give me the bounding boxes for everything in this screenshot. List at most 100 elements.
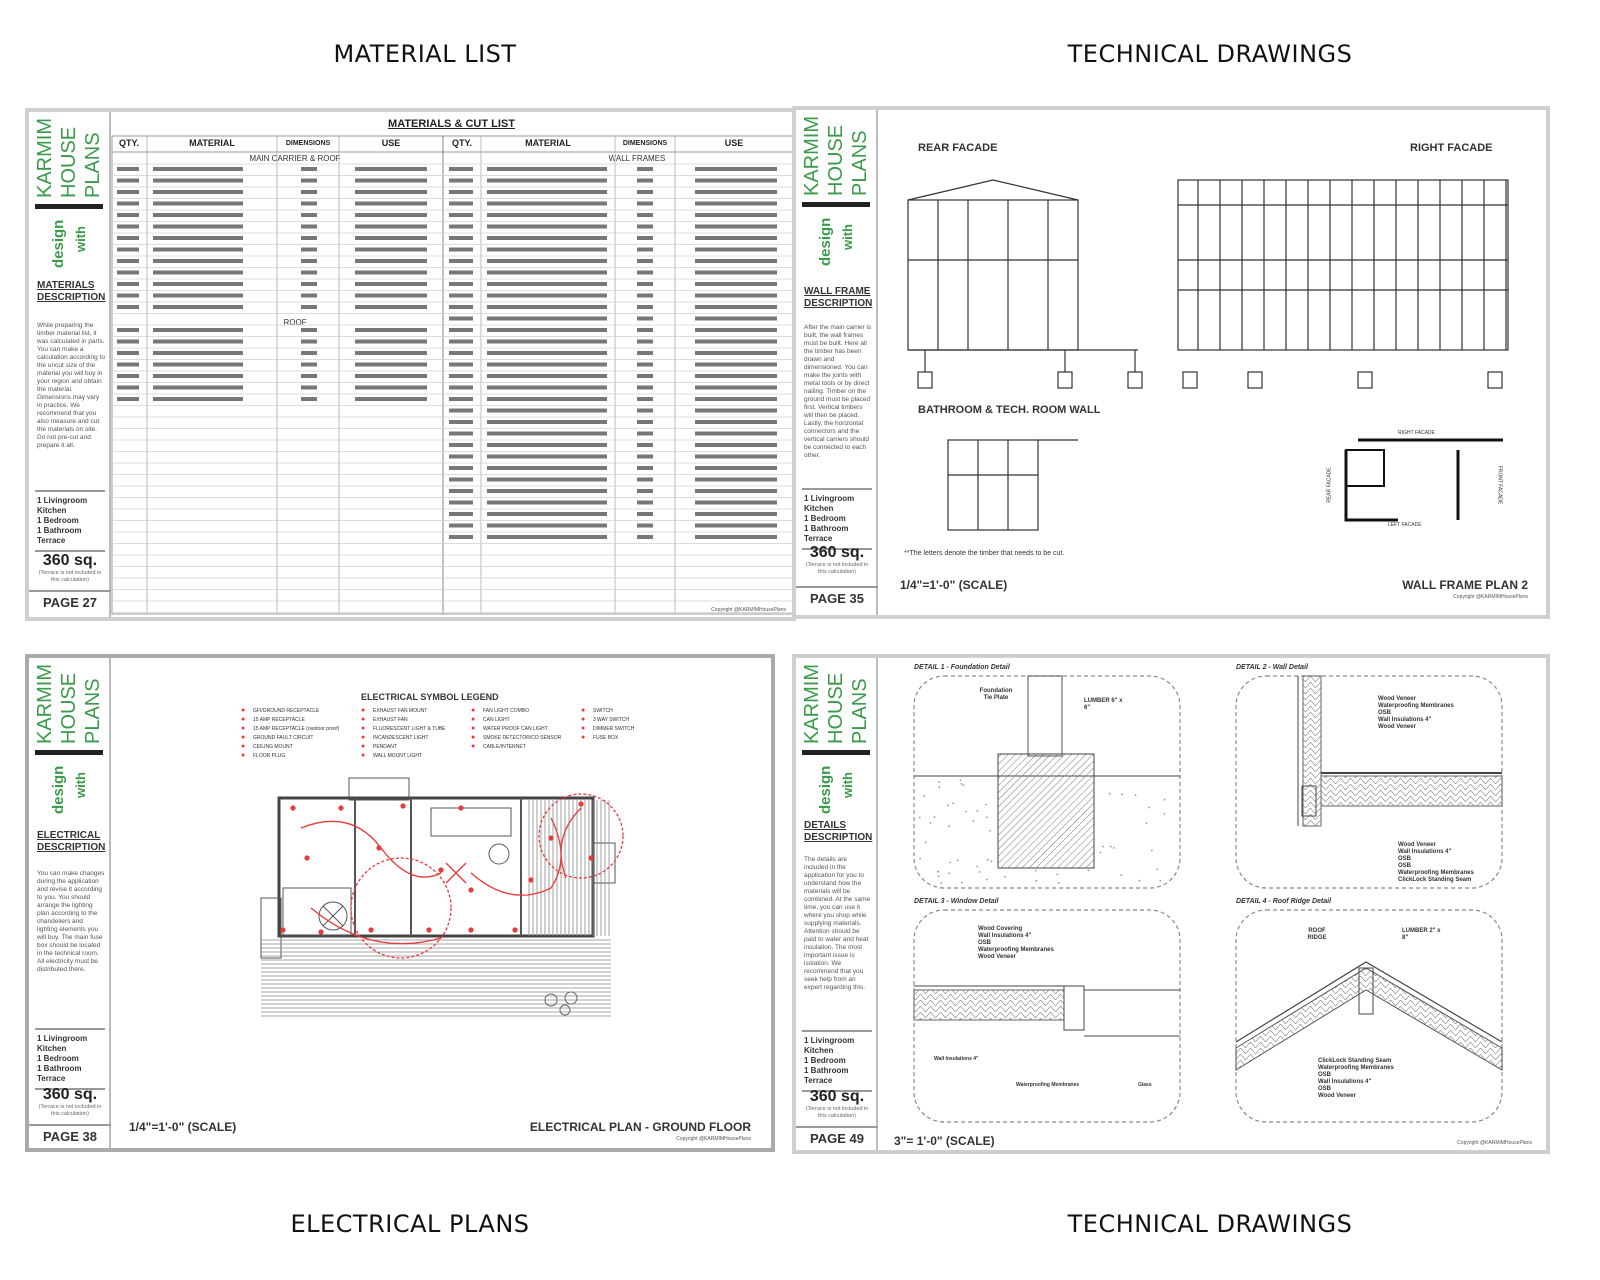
brand-divider [35,204,103,209]
section-wall-frames: WALL FRAMES [608,154,666,163]
svg-text:HOUSE: HOUSE [825,125,847,196]
label-right-facade: RIGHT FACADE [1410,142,1493,154]
brand-tagline: design with [50,220,88,268]
section-main-carrier: MAIN CARRIER & ROOF [249,154,341,163]
col-header-dimensions: DIMENSIONS [285,140,331,147]
brand-logo: KARMIM HOUSE PLANS [802,664,871,744]
d1-label-lumber: LUMBER 6" x 6" [1084,698,1123,711]
brand-divider [802,750,870,755]
sheet-materials[interactable]: KARMIM HOUSE PLANS design with MATERIALS… [25,108,796,621]
legend-symbol-icon: ● [581,734,586,741]
description-title: DETAILS DESCRIPTION [804,820,873,843]
page-number: PAGE 27 [29,590,111,610]
description-body: You can make changes during the applicat… [37,870,105,973]
svg-text:HOUSE: HOUSE [58,127,80,198]
legend-symbol-icon: ● [361,743,366,750]
table-grid [111,135,792,615]
description-title: WALL FRAME DESCRIPTION [804,286,873,309]
brand-tagline: design with [50,766,88,814]
legend-symbol-icon: ● [361,725,366,732]
copyright: Copyright @KARMIMHousePlans [676,1136,751,1142]
electrical-floor-plan [260,777,624,1017]
legend-symbol-icon: ● [241,725,246,732]
legend-symbol-icon: ● [241,734,246,741]
legend-item: ●CABLE/INTERNET [471,743,526,750]
legend-symbol-icon: ● [471,734,476,741]
legend-symbol-icon: ● [241,716,246,723]
svg-text:with: with [73,226,88,253]
legend-symbol-icon: ● [471,716,476,723]
legend-item: ●3 WAY SWITCH [581,716,630,723]
legend-item: ●WALL MOUNT LIGHT [361,752,422,759]
detail-4-title: DETAIL 4 - Roof Ridge Detail [1236,898,1332,905]
area-block: 360 sq. (Terrace is not included in this… [805,544,869,575]
d2-labels: Wood Veneer Waterproofing Membranes OSB … [1378,696,1454,730]
label-rear-facade: REAR FACADE [918,142,998,154]
svg-text:HOUSE: HOUSE [825,673,847,744]
d3-labels: Wood Covering Wall Insulations 4" OSB Wa… [978,926,1054,960]
legend-symbol-icon: ● [241,743,246,750]
detail-2-title: DETAIL 2 - Wall Detail [1236,664,1308,671]
table-title: MATERIALS & CUT LIST [388,118,515,130]
d3-label-insulation: Wall Insulations 4" [934,1056,979,1062]
brand-tagline: design with [817,218,855,266]
legend-symbol-icon: ● [361,707,366,714]
col-header-dimensions-2: DIMENSIONS [622,140,668,147]
d1-label-tie-plate: Foundation Tie Plate [979,688,1013,701]
sheet-electrical[interactable]: KARMIM HOUSE PLANS design with ELECTRICA… [25,654,775,1152]
details-drawings: DETAIL 1 - Foundation Detail DETAIL 2 - … [878,658,1546,1150]
legend-item: ●SWITCH [581,707,613,714]
legend-symbol-icon: ● [361,716,366,723]
key-plan-left: REAR FACADE [1326,467,1333,503]
caption-technical-drawings-bottom: TECHNICAL DRAWINGS [1067,1210,1353,1238]
svg-text:KARMIM: KARMIM [35,118,56,198]
col-header-material: MATERIAL [189,138,235,148]
section-roof: ROOF [283,318,307,327]
key-plan-bottom: LEFT FACADE [1388,522,1422,528]
svg-text:with: with [840,772,855,799]
copyright: Copyright @KARMIMHousePlans [711,607,786,613]
svg-text:KARMIM: KARMIM [35,664,56,744]
svg-text:HOUSE: HOUSE [58,673,80,744]
legend-symbol-icon: ● [581,707,586,714]
brand-logo: KARMIM HOUSE PLANS [35,118,104,198]
electrical-legend: ●GFI/GROUND RECEPTACLE●15 AMP RECEPTACLE… [241,707,741,768]
legend-item: ●CEILING MOUNT [241,743,293,750]
svg-text:design: design [817,766,834,814]
legend-item: ●WATER PROOF CAN LIGHT [471,725,548,732]
legend-item: ●FAN LIGHT COMBO [471,707,530,714]
copyright: Copyright @KARMIMHousePlans [1453,594,1528,600]
legend-item: ●15 AMP RECEPTACLE (outdoor proof) [241,725,340,732]
label-bathroom-wall: BATHROOM & TECH. ROOM WALL [918,404,1101,416]
legend-symbol-icon: ● [581,716,586,723]
svg-text:PLANS: PLANS [82,132,104,198]
legend-item: ●15 AMP RECEPTACLE [241,716,305,723]
sheet-details[interactable]: KARMIM HOUSE PLANS design with DETAILS D… [792,654,1550,1154]
detail-3-title: DETAIL 3 - Window Detail [914,898,999,905]
detail-1-title: DETAIL 1 - Foundation Detail [914,664,1010,671]
sheet-wall-frame[interactable]: KARMIM HOUSE PLANS design with WALL FRAM… [792,106,1550,619]
brand-logo: KARMIM HOUSE PLANS [35,664,104,744]
legend-item: ●EXHAUST FAN MOUNT [361,707,428,714]
svg-text:with: with [840,224,855,251]
col-header-use: USE [381,138,401,148]
legend-symbol-icon: ● [241,707,246,714]
svg-text:PLANS: PLANS [849,678,871,744]
col-header-qty: QTY. [118,138,139,148]
key-plan-top: RIGHT FACADE [1398,430,1435,436]
brand-logo: KARMIM HOUSE PLANS [802,116,871,196]
scale-label: 3"= 1'-0" (SCALE) [894,1134,995,1148]
copyright: Copyright @KARMIMHousePlans [1457,1140,1532,1146]
svg-text:with: with [73,772,88,799]
legend-symbol-icon: ● [361,734,366,741]
key-plan-right: FRONT FACADE [1496,465,1503,505]
page-number: PAGE 38 [29,1124,111,1144]
legend-item: ●CAN LIGHT [471,716,510,723]
legend-item: ●EXHAUST FAN [361,716,408,723]
legend-symbol-icon: ● [471,707,476,714]
d4-label-roof-ridge: ROOF RIDGE [1307,928,1327,941]
col-header-material-2: MATERIAL [525,138,571,148]
svg-text:PLANS: PLANS [849,130,871,196]
legend-item: ●PENDANT [361,743,397,750]
